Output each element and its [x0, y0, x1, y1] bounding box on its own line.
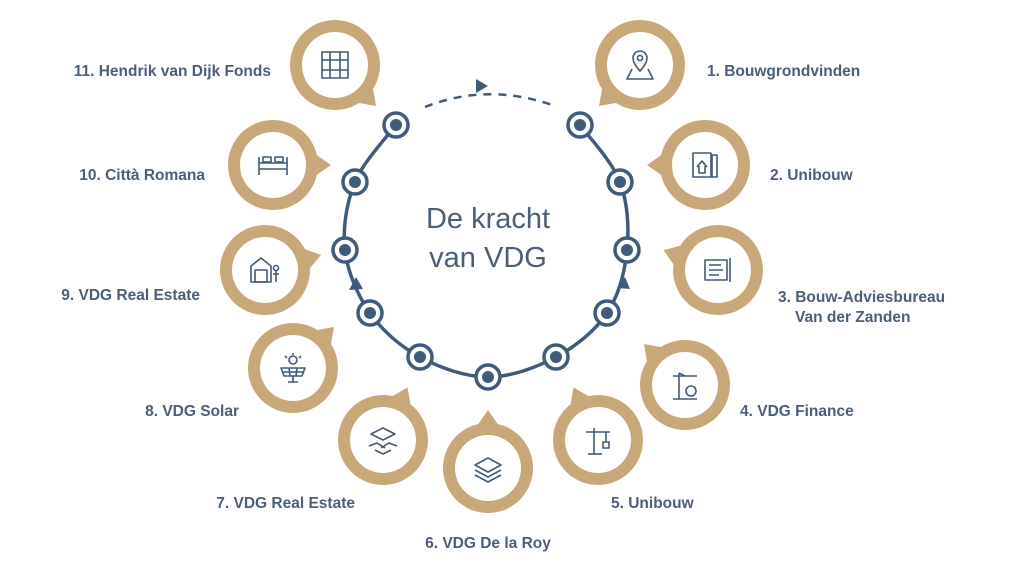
map-pin-icon — [626, 50, 654, 80]
cycle-node — [474, 363, 502, 391]
bubble-item-7 — [338, 387, 428, 485]
cycle-node — [566, 111, 594, 139]
label-item-6: 6. VDG De la Roy — [425, 535, 551, 552]
bubble-item-1 — [595, 20, 685, 110]
label-item-4: 4. VDG Finance — [740, 403, 854, 420]
crane-icon — [586, 428, 610, 455]
cycle-node — [341, 168, 369, 196]
handshake-building-icon — [368, 427, 398, 455]
dashed-return-path — [424, 93, 556, 109]
label-item-3: 3. Bouw-Adviesbureau — [778, 289, 945, 306]
left-arrow-icon — [349, 277, 363, 290]
bubbles — [220, 20, 763, 513]
bubble-item-10 — [228, 120, 331, 210]
cycle-node — [331, 236, 359, 264]
label-item-7: 7. VDG Real Estate — [216, 495, 355, 512]
warehouse-person-icon — [250, 257, 280, 283]
label-item-5: 5. Unibouw — [611, 495, 695, 512]
crane-money-icon — [673, 372, 697, 400]
bubble-item-6 — [443, 410, 533, 513]
center-title-line2: van VDG — [429, 242, 547, 274]
cycle-node — [613, 236, 641, 264]
cycle-node — [542, 343, 570, 371]
bubble-item-9 — [220, 225, 322, 315]
hashtag-icon — [321, 51, 349, 79]
bed-icon — [258, 156, 288, 175]
cycle-node — [606, 168, 634, 196]
layers-icon — [474, 457, 502, 483]
right-arrow-icon — [617, 277, 630, 289]
bubble-item-3 — [663, 225, 763, 315]
house-blueprint-icon — [692, 152, 718, 178]
label-item-10: 10. Città Romana — [79, 167, 205, 184]
bubble-item-8 — [248, 323, 338, 413]
center-title-line1: De kracht — [426, 203, 550, 235]
bubble-item-5 — [553, 387, 643, 485]
cycle-node — [406, 343, 434, 371]
label-item-9: 9. VDG Real Estate — [61, 287, 200, 304]
bubble-item-2 — [647, 120, 750, 210]
cycle-node — [356, 299, 384, 327]
label-item-1: 1. Bouwgrondvinden — [707, 63, 860, 80]
cycle-node — [593, 299, 621, 327]
bubble-item-11 — [290, 20, 380, 110]
cycle-node — [382, 111, 410, 139]
cycle-nodes — [331, 111, 641, 391]
blueprint-tools-icon — [704, 258, 731, 282]
label-item-11: 11. Hendrik van Dijk Fonds — [74, 63, 271, 80]
bubble-item-4 — [640, 340, 730, 430]
solar-panel-icon — [280, 353, 306, 383]
label-item-2: 2. Unibouw — [770, 167, 854, 184]
label-item-8: 8. VDG Solar — [145, 403, 239, 420]
label-item-3-line2: Van der Zanden — [795, 309, 910, 326]
top-arrow-icon — [476, 79, 488, 93]
